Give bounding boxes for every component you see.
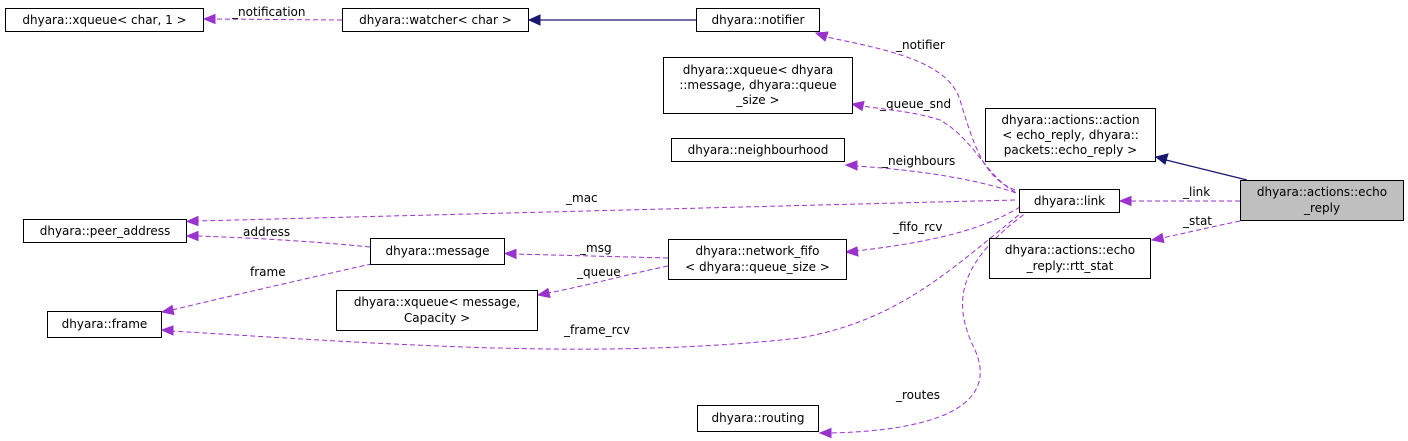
- node-peer-address[interactable]: dhyara::peer_address: [23, 219, 187, 243]
- node-frame[interactable]: dhyara::frame: [47, 311, 162, 338]
- node-frame-label: dhyara::frame: [62, 317, 148, 331]
- arrowhead-address: [185, 230, 199, 242]
- arrowhead-neighbours: [844, 160, 858, 171]
- node-watcher-label: dhyara::watcher< char >: [359, 13, 512, 27]
- edge-label-frame-rcv: _frame_rcv: [563, 323, 630, 337]
- node-message[interactable]: dhyara::message: [370, 238, 505, 265]
- node-watcher[interactable]: dhyara::watcher< char >: [342, 8, 529, 32]
- node-link-label: dhyara::link: [1034, 194, 1105, 208]
- node-actions-action-label-1: dhyara::actions::action: [1001, 113, 1139, 127]
- node-network-fifo[interactable]: dhyara::network_fifo < dhyara::queue_siz…: [668, 239, 847, 280]
- arrowhead-queue-snd: [850, 100, 865, 112]
- arrowhead-frame-rcv: [160, 325, 174, 336]
- edge-notification: [213, 18, 343, 21]
- edge-mac: [196, 199, 1016, 222]
- edge-frame: [171, 261, 381, 311]
- edge-label-routes: _routes: [895, 388, 940, 402]
- arrowhead-stat: [1150, 232, 1165, 244]
- edge-label-frame: frame: [250, 265, 286, 279]
- edge-label-queue: _queue: [576, 265, 621, 279]
- edge-label-stat: _stat: [1182, 214, 1212, 228]
- node-neighbourhood[interactable]: dhyara::neighbourhood: [671, 138, 845, 162]
- node-message-label: dhyara::message: [386, 244, 490, 258]
- edge-stat: [1161, 220, 1241, 239]
- edge-frame-rcv: [171, 209, 1026, 350]
- node-routing[interactable]: dhyara::routing: [697, 405, 819, 432]
- edge-notifier: [825, 36, 1016, 191]
- node-xqueue-message-label-1: dhyara::xqueue< dhyara: [683, 63, 834, 77]
- edge-address: [196, 235, 371, 248]
- node-network-fifo-label-2: < dhyara::queue_size >: [685, 260, 830, 274]
- arrowhead-routes: [818, 427, 832, 439]
- node-rtt-stat-label-1: dhyara::actions::echo: [1005, 243, 1135, 257]
- edge-label-neighbours: _neighbours: [881, 154, 955, 168]
- arrowhead-inherit-watcher: [527, 14, 541, 26]
- node-neighbourhood-label: dhyara::neighbourhood: [688, 143, 829, 157]
- edge-msg: [514, 253, 669, 259]
- edge-fifo-rcv: [855, 206, 1021, 252]
- edge-label-mac: _mac: [565, 191, 598, 205]
- edge-label-msg: _msg: [579, 241, 612, 255]
- node-actions-action[interactable]: dhyara::actions::action < echo_reply, dh…: [985, 108, 1156, 162]
- node-peer-address-label: dhyara::peer_address: [40, 224, 171, 238]
- edge-label-notifier: _notifier: [895, 38, 945, 52]
- node-xqueue-capacity-label-1: dhyara::xqueue< message,: [354, 295, 520, 309]
- node-xqueue-char[interactable]: dhyara::xqueue< char, 1 >: [5, 8, 204, 32]
- node-notifier-label: dhyara::notifier: [712, 13, 805, 27]
- edge-label-fifo-rcv: _fifo_rcv: [892, 220, 943, 234]
- node-rtt-stat-label-2: _reply::rtt_stat: [1026, 259, 1114, 273]
- arrowhead-link: [1118, 195, 1132, 207]
- node-notifier[interactable]: dhyara::notifier: [696, 8, 820, 32]
- node-routing-label: dhyara::routing: [712, 411, 805, 425]
- edge-queue-snd: [861, 105, 1016, 193]
- node-echo-reply-label-2: _reply: [1303, 201, 1340, 215]
- arrowhead-frame: [160, 304, 175, 316]
- arrowhead-queue: [536, 287, 551, 299]
- node-xqueue-char-label: dhyara::xqueue< char, 1 >: [22, 13, 186, 27]
- node-rtt-stat[interactable]: dhyara::actions::echo _reply::rtt_stat: [989, 238, 1151, 279]
- edge-neighbours: [855, 165, 1017, 194]
- node-actions-action-label-3: packets::echo_reply >: [1004, 143, 1137, 157]
- node-actions-action-label-2: < echo_reply, dhyara::: [1002, 128, 1139, 142]
- edge-inherit-action: [1165, 159, 1248, 181]
- arrowhead-inherit-action: [1154, 153, 1169, 165]
- arrowhead-msg: [503, 248, 517, 260]
- node-link[interactable]: dhyara::link: [1019, 189, 1120, 213]
- edge-label-address: address: [243, 225, 290, 239]
- arrowhead-notifier: [814, 31, 829, 42]
- edge-label-link: _link: [1182, 185, 1210, 199]
- node-xqueue-capacity[interactable]: dhyara::xqueue< message, Capacity >: [336, 290, 538, 331]
- arrowhead-notification: [202, 13, 216, 25]
- node-xqueue-message[interactable]: dhyara::xqueue< dhyara ::message, dhyara…: [663, 57, 853, 114]
- edge-label-queue-snd: _queue_snd: [879, 97, 951, 111]
- node-xqueue-message-label-3: _size >: [735, 93, 779, 107]
- node-echo-reply-label-1: dhyara::actions::echo: [1257, 185, 1387, 199]
- edge-routes: [829, 209, 1031, 434]
- node-xqueue-capacity-label-2: Capacity >: [404, 311, 470, 325]
- arrowhead-fifo-rcv: [844, 246, 859, 257]
- node-xqueue-message-label-2: ::message, dhyara::queue: [679, 78, 836, 92]
- node-network-fifo-label-1: dhyara::network_fifo: [696, 244, 820, 258]
- arrowhead-mac: [185, 215, 199, 227]
- edge-label-notification: _notification: [231, 5, 305, 19]
- node-echo-reply[interactable]: dhyara::actions::echo _reply: [1240, 180, 1404, 221]
